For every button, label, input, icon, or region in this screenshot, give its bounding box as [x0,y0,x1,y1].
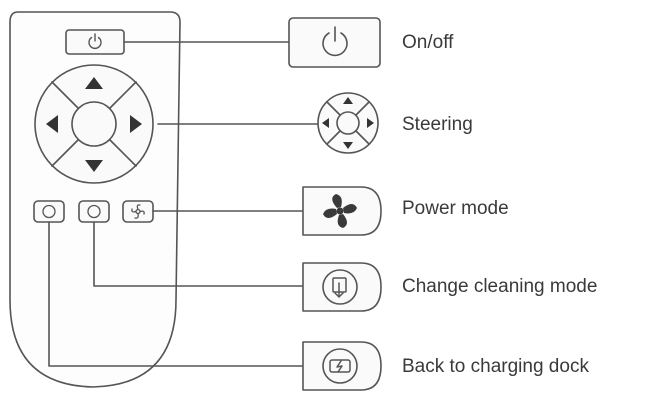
fan-icon [323,194,357,228]
steering-callout [317,92,379,154]
steering-label: Steering [402,114,473,135]
power-mode-label: Power mode [402,198,509,219]
back-to-charging-dock-label: Back to charging dock [402,356,589,377]
power-icon [88,33,102,49]
power-mode-button[interactable] [122,200,154,223]
small-fan-icon [131,204,145,219]
cleaning-mode-icon [332,277,347,298]
charging-dock-callout [302,341,382,391]
remote-direction-pad[interactable] [34,64,154,184]
cleaning-mode-button[interactable] [78,200,110,223]
cleaning-mode-callout [302,262,382,312]
charging-dock-button[interactable] [33,200,65,223]
right-arrow-icon[interactable] [130,115,142,133]
power-callout [288,17,381,68]
remote-mode-buttons [33,200,154,223]
direction-pad-icon [322,97,374,149]
charging-dock-icon [329,359,351,373]
power-mode-callout [302,186,382,236]
down-arrow-icon[interactable] [85,160,103,172]
change-cleaning-mode-label: Change cleaning mode [402,276,598,297]
on-off-label: On/off [402,32,454,53]
power-icon [322,26,348,57]
up-arrow-icon[interactable] [85,77,103,89]
connector-lines [48,41,319,367]
remote-power-button[interactable] [65,29,125,55]
left-arrow-icon[interactable] [46,115,58,133]
